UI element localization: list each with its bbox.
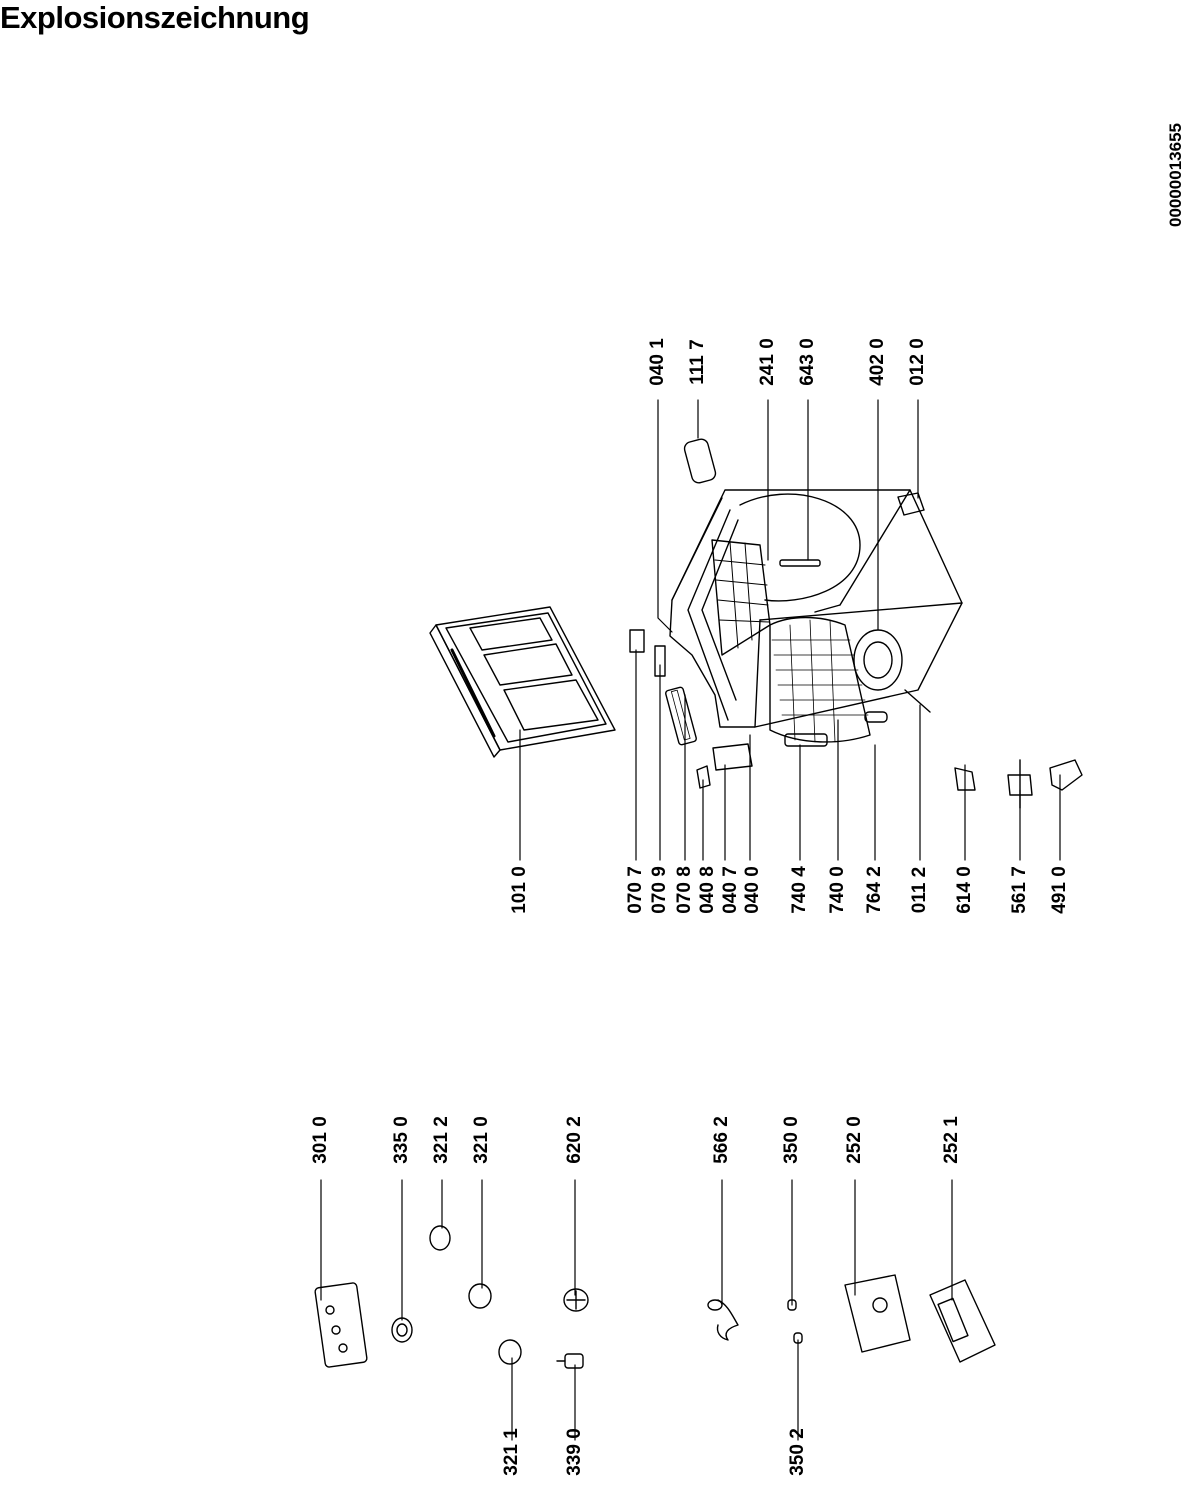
part-335-0 [391,1317,413,1343]
label-620-2: 620 2 [564,1116,585,1164]
part-321-0 [468,1283,492,1309]
part-111-7 [683,438,717,484]
label-643-0: 643 0 [797,338,818,386]
label-241-0: 241 0 [757,338,778,386]
leader-lines-right [519,399,1061,861]
cabinet-body [669,489,963,743]
part-339-0 [564,1353,584,1369]
label-070-7: 070 7 [625,866,646,914]
label-335-0: 335 0 [391,1116,412,1164]
part-040-7 [712,743,753,771]
part-070-8 [665,686,697,746]
part-070-9 [654,645,666,677]
part-301-0 [314,1282,368,1368]
label-561-7: 561 7 [1009,866,1030,914]
part-614-0 [954,767,976,791]
label-350-0: 350 0 [781,1116,802,1164]
label-321-2: 321 2 [431,1116,452,1164]
part-321-1 [498,1339,522,1365]
label-740-0: 740 0 [827,866,848,914]
small-parts-left [314,1225,996,1369]
part-566-2 [716,1299,739,1341]
label-252-1: 252 1 [941,1116,962,1164]
label-011-2: 011 2 [909,866,930,914]
label-614-0: 614 0 [954,866,975,914]
label-070-9: 070 9 [649,866,670,914]
label-491-0: 491 0 [1049,866,1070,914]
label-252-0: 252 0 [844,1116,865,1164]
label-740-4: 740 4 [789,866,810,914]
part-321-2 [429,1225,451,1251]
door-part [429,606,616,758]
part-561-7 [1007,774,1033,796]
label-111-7: 111 7 [687,339,708,385]
part-350-2 [793,1332,803,1344]
part-070-7 [629,629,645,653]
label-101-0: 101 0 [509,866,530,914]
label-566-2: 566 2 [711,1116,732,1164]
label-301-0: 301 0 [310,1116,331,1164]
label-321-0: 321 0 [471,1116,492,1164]
label-040-0: 040 0 [742,866,763,914]
part-620-2 [563,1288,589,1312]
label-339-0: 339 0 [564,1428,585,1476]
label-321-1: 321 1 [501,1428,522,1476]
label-764-2: 764 2 [864,866,885,914]
part-491-0 [1049,759,1083,791]
small-parts-right [629,438,1083,809]
page-title: Explosionszeichnung [0,0,310,35]
leader-lines-left [320,1179,953,1441]
label-402-0: 402 0 [867,338,888,386]
part-350-0 [787,1299,797,1311]
part-740-4 [784,733,828,747]
part-252-0 [844,1274,911,1353]
part-252-1 [929,1279,996,1363]
label-040-1: 040 1 [647,338,668,386]
label-350-2: 350 2 [787,1428,808,1476]
label-012-0: 012 0 [907,338,928,386]
part-040-8 [696,765,711,789]
